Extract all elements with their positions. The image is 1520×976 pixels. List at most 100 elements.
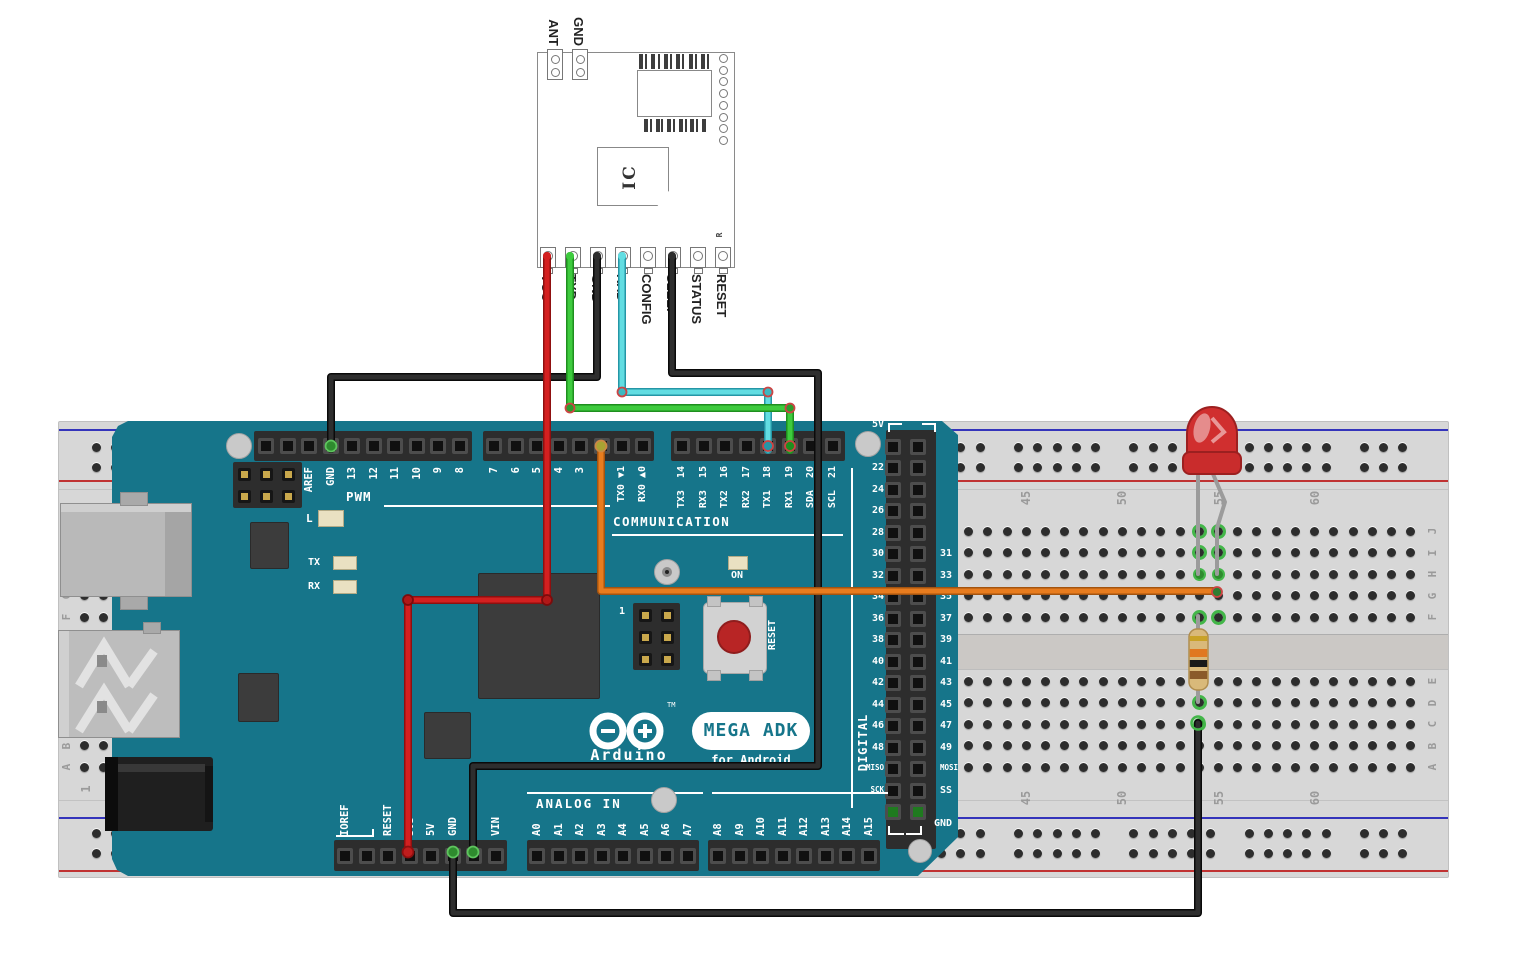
breadboard-hole[interactable]: [1398, 462, 1408, 472]
breadboard-hole[interactable]: [964, 762, 974, 772]
breadboard-hole[interactable]: [1098, 741, 1108, 750]
breadboard-hole[interactable]: [964, 698, 974, 707]
breadboard-hole[interactable]: [1098, 762, 1108, 772]
atmega-chip[interactable]: [478, 573, 600, 699]
breadboard-hole[interactable]: [1233, 569, 1243, 579]
breadboard-hole[interactable]: [1156, 762, 1166, 772]
small-chip[interactable]: [238, 673, 279, 722]
breadboard-hole[interactable]: [1137, 569, 1147, 579]
breadboard-hole[interactable]: [1079, 612, 1089, 622]
breadboard-hole[interactable]: [964, 719, 974, 729]
breadboard-hole[interactable]: [1283, 462, 1293, 472]
breadboard-hole[interactable]: [1090, 828, 1100, 838]
breadboard-hole[interactable]: [1290, 569, 1300, 579]
wire-module-vcc-to-3v3[interactable]: [404, 252, 551, 853]
breadboard-hole[interactable]: [1060, 719, 1070, 729]
breadboard-hole[interactable]: [1060, 612, 1070, 622]
usb-controller-chip[interactable]: [250, 522, 289, 569]
breadboard-hole[interactable]: [1021, 698, 1031, 707]
wire-arduino-gnd-to-breadboard-gnd[interactable]: [449, 719, 1202, 917]
breadboard-hole[interactable]: [1090, 462, 1100, 472]
breadboard-hole[interactable]: [1052, 442, 1062, 452]
pin-socket[interactable]: [258, 438, 274, 454]
breadboard-hole[interactable]: [1360, 442, 1370, 452]
breadboard-hole[interactable]: [99, 762, 109, 772]
breadboard-hole[interactable]: [1290, 762, 1300, 772]
breadboard-hole[interactable]: [1041, 698, 1050, 707]
breadboard-hole[interactable]: [1329, 569, 1339, 579]
pin-socket[interactable]: [910, 438, 926, 455]
breadboard-hole[interactable]: [975, 848, 985, 858]
pin-socket[interactable]: [487, 847, 504, 864]
breadboard-hole[interactable]: [1302, 848, 1312, 858]
pin-socket[interactable]: [774, 847, 791, 864]
pin-socket[interactable]: [910, 546, 926, 562]
breadboard-hole[interactable]: [1129, 462, 1139, 472]
breadboard-hole[interactable]: [1079, 719, 1089, 729]
breadboard-hole[interactable]: [1329, 741, 1339, 750]
breadboard-hole[interactable]: [1271, 526, 1281, 536]
breadboard-hole[interactable]: [1156, 698, 1166, 707]
breadboard-hole[interactable]: [80, 612, 89, 622]
breadboard-hole[interactable]: [1252, 762, 1262, 772]
breadboard-hole[interactable]: [1233, 719, 1243, 729]
breadboard-hole[interactable]: [1175, 569, 1185, 579]
breadboard-hole[interactable]: [983, 762, 993, 772]
pin-socket[interactable]: [658, 847, 675, 864]
breadboard-hole[interactable]: [1271, 719, 1281, 729]
breadboard-hole[interactable]: [1406, 676, 1416, 686]
breadboard-hole[interactable]: [1386, 762, 1396, 772]
breadboard-hole[interactable]: [1021, 569, 1031, 579]
pin-socket[interactable]: [860, 847, 877, 864]
breadboard-hole[interactable]: [1167, 828, 1177, 838]
breadboard-hole[interactable]: [1098, 698, 1108, 707]
breadboard-hole[interactable]: [1348, 719, 1358, 729]
icsp-pin[interactable]: [638, 608, 652, 622]
breadboard-hole[interactable]: [1367, 612, 1377, 622]
breadboard-hole[interactable]: [1060, 676, 1070, 686]
breadboard-hole[interactable]: [1329, 719, 1339, 729]
breadboard-hole[interactable]: [1233, 591, 1243, 600]
breadboard-hole[interactable]: [1167, 442, 1177, 452]
pin-socket[interactable]: [636, 847, 653, 864]
breadboard-hole[interactable]: [1021, 676, 1031, 686]
breadboard-hole[interactable]: [1233, 526, 1243, 536]
breadboard-hole[interactable]: [1406, 526, 1416, 536]
breadboard-hole[interactable]: [1329, 698, 1339, 707]
breadboard-hole[interactable]: [975, 442, 985, 452]
breadboard-hole[interactable]: [1367, 741, 1377, 750]
pin-socket[interactable]: [885, 546, 901, 562]
breadboard-hole[interactable]: [1117, 569, 1127, 579]
pin-socket[interactable]: [885, 761, 901, 777]
pin-socket[interactable]: [731, 847, 748, 864]
breadboard-hole[interactable]: [1398, 828, 1408, 838]
breadboard-hole[interactable]: [99, 612, 109, 622]
usb-host-connector[interactable]: [58, 630, 180, 738]
breadboard-hole[interactable]: [1002, 591, 1012, 600]
breadboard-hole[interactable]: [1206, 828, 1216, 838]
icsp-pin[interactable]: [237, 467, 251, 481]
breadboard-hole[interactable]: [1079, 741, 1089, 750]
breadboard-hole[interactable]: [1071, 442, 1081, 452]
icsp-pin[interactable]: [281, 489, 295, 503]
pin-socket[interactable]: [885, 653, 901, 670]
breadboard-hole[interactable]: [1002, 526, 1012, 536]
breadboard-hole[interactable]: [1156, 719, 1166, 729]
pin-socket[interactable]: [839, 847, 856, 864]
breadboard-hole[interactable]: [1014, 828, 1024, 838]
breadboard-hole[interactable]: [1244, 442, 1254, 452]
breadboard-hole[interactable]: [1329, 762, 1339, 772]
breadboard-hole[interactable]: [1386, 591, 1396, 600]
breadboard-hole[interactable]: [983, 676, 993, 686]
breadboard-hole[interactable]: [1041, 741, 1050, 750]
breadboard-hole[interactable]: [1060, 569, 1070, 579]
breadboard-hole[interactable]: [1033, 462, 1043, 472]
pin-socket[interactable]: [738, 438, 755, 454]
breadboard-hole[interactable]: [1348, 612, 1358, 622]
breadboard-hole[interactable]: [1271, 698, 1281, 707]
pin-socket[interactable]: [910, 804, 926, 820]
pin-socket[interactable]: [885, 481, 901, 498]
breadboard-hole[interactable]: [91, 462, 101, 472]
breadboard-hole[interactable]: [975, 828, 985, 838]
pin-socket[interactable]: [337, 847, 353, 864]
